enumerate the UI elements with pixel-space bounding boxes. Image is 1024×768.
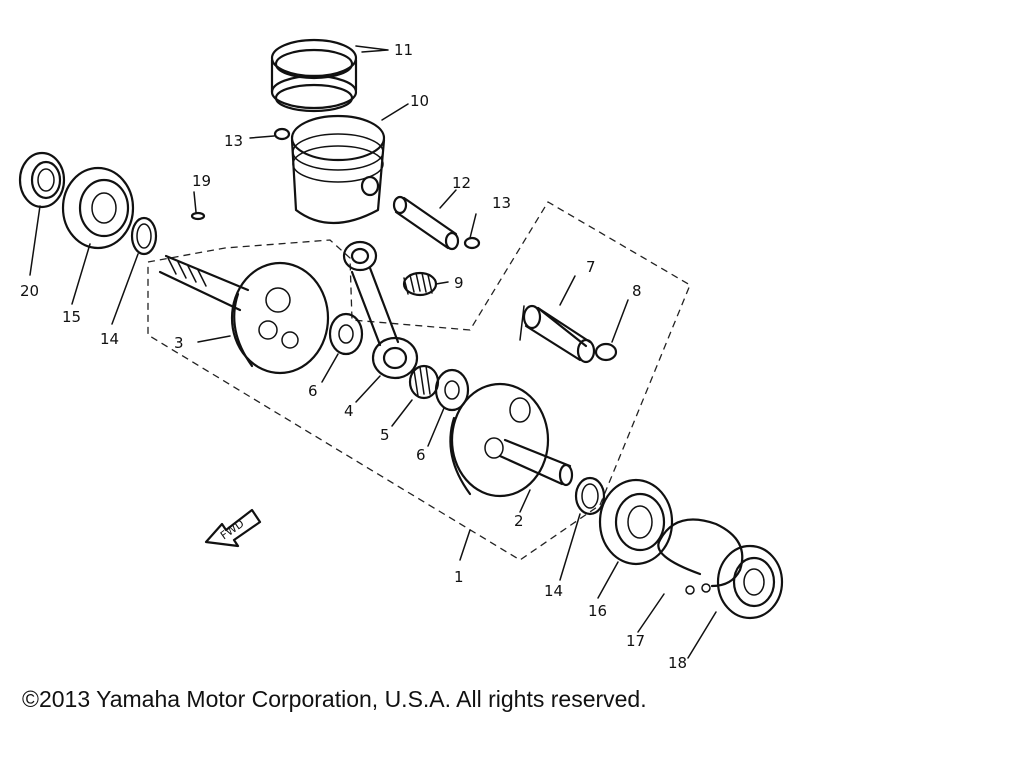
circlip-left — [273, 127, 291, 141]
callout-12: 12 — [452, 174, 471, 192]
callout-13-left: 13 — [224, 132, 243, 150]
callout-18: 18 — [668, 654, 687, 672]
callout-17: 17 — [626, 632, 645, 650]
callout-9: 9 — [454, 274, 464, 292]
callout-15: 15 — [62, 308, 81, 326]
crankshaft-left — [158, 254, 330, 375]
callout-14-left: 14 — [100, 330, 119, 348]
crankshaft-assembly-outline — [147, 201, 691, 561]
callout-5: 5 — [380, 426, 390, 444]
callout-11: 11 — [394, 41, 413, 59]
small-end-bearing — [402, 271, 438, 297]
crank-bearing-7 — [536, 306, 588, 348]
callout-13-right: 13 — [492, 194, 511, 212]
callout-leaders — [29, 45, 717, 659]
fwd-label: FWD — [218, 517, 246, 542]
callout-19: 19 — [192, 172, 211, 190]
piston — [290, 114, 386, 225]
callout-8: 8 — [632, 282, 642, 300]
washer-right — [574, 476, 606, 516]
callout-14-right: 14 — [544, 582, 563, 600]
pin-bearing-small — [594, 342, 618, 362]
main-bearing-right — [598, 478, 674, 566]
main-bearing-left — [61, 166, 135, 250]
callout-1: 1 — [454, 568, 464, 586]
piston-pin — [392, 195, 460, 251]
piston-rings — [270, 38, 358, 113]
callout-20: 20 — [20, 282, 39, 300]
callout-16: 16 — [588, 602, 607, 620]
callout-7: 7 — [586, 258, 596, 276]
woodruff-key — [190, 211, 206, 221]
callout-2: 2 — [514, 512, 524, 530]
callout-6-left: 6 — [308, 382, 318, 400]
washer-left — [130, 216, 158, 256]
crank-pin — [522, 304, 596, 364]
callout-numbers: 11 10 13 12 13 9 7 8 19 20 15 14 3 6 4 5… — [20, 41, 687, 672]
oil-seal-right — [716, 544, 784, 620]
forward-direction-arrow: FWD — [204, 508, 262, 548]
thrust-washer-right — [434, 368, 470, 412]
callout-3: 3 — [174, 334, 184, 352]
callout-4: 4 — [344, 402, 354, 420]
connecting-rod — [342, 240, 419, 380]
oil-seal-left — [18, 151, 66, 209]
copyright-notice: ©2013 Yamaha Motor Corporation, U.S.A. A… — [22, 686, 647, 712]
callout-10: 10 — [410, 92, 429, 110]
crankshaft-right — [449, 382, 574, 498]
callout-6-right: 6 — [416, 446, 426, 464]
circlip-right — [463, 236, 481, 250]
big-end-bearing — [408, 364, 440, 400]
thrust-washer-left — [328, 312, 364, 356]
